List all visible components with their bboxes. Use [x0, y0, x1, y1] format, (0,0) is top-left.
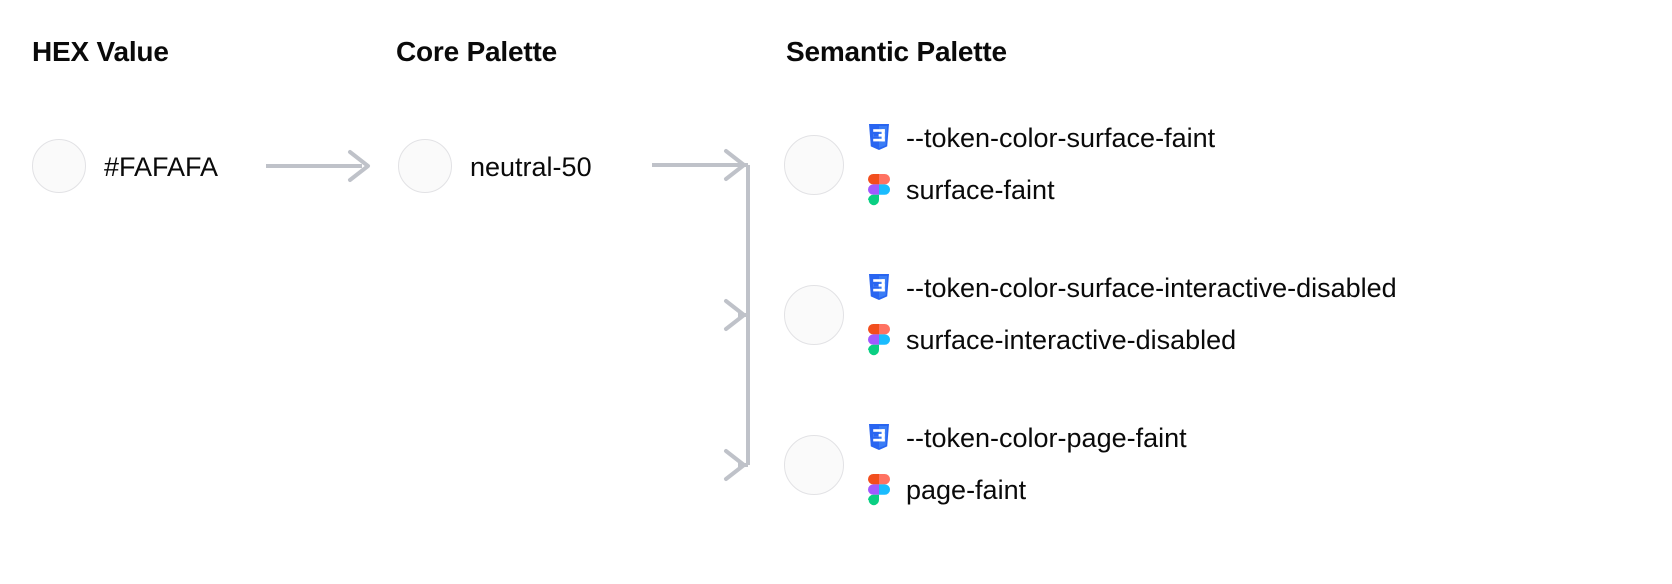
figma-token-label: surface-faint [906, 175, 1055, 205]
figma-token-row: page-faint [866, 464, 1656, 516]
css-token-label: --token-color-page-faint [906, 423, 1187, 453]
css3-icon [866, 273, 892, 303]
figma-icon [866, 174, 892, 206]
css-token-row: --token-color-surface-faint [866, 112, 1656, 164]
semantic-token-group-1: --token-color-surface-faint surface-fain… [866, 112, 1656, 216]
core-palette-label: neutral-50 [470, 152, 592, 182]
css3-icon [866, 123, 892, 153]
figma-token-label: surface-interactive-disabled [906, 325, 1237, 355]
figma-icon [866, 324, 892, 356]
arrow-head-branch-3 [724, 449, 746, 481]
hex-value-label: #FAFAFA [104, 152, 219, 182]
color-swatch-semantic-2 [784, 285, 844, 345]
column-heading-hex-value: HEX Value [32, 36, 169, 67]
color-swatch-core [398, 139, 452, 193]
figma-token-row: surface-interactive-disabled [866, 314, 1656, 366]
column-heading-core-palette: Core Palette [396, 36, 557, 67]
color-swatch-hex [32, 139, 86, 193]
arrow-head-hex-to-core [348, 150, 370, 182]
color-swatch-semantic-1 [784, 135, 844, 195]
semantic-token-group-3: --token-color-page-faint page-faint [866, 412, 1656, 516]
arrow-head-branch-2 [724, 299, 746, 331]
arrow-head-branch-1 [724, 149, 746, 181]
figma-token-row: surface-faint [866, 164, 1656, 216]
css-token-row: --token-color-surface-interactive-disabl… [866, 262, 1656, 314]
color-swatch-semantic-3 [784, 435, 844, 495]
semantic-token-group-2: --token-color-surface-interactive-disabl… [866, 262, 1656, 366]
figma-token-label: page-faint [906, 475, 1027, 505]
figma-icon [866, 474, 892, 506]
css-token-row: --token-color-page-faint [866, 412, 1656, 464]
css-token-label: --token-color-surface-interactive-disabl… [906, 273, 1397, 303]
css3-icon [866, 423, 892, 453]
css-token-label: --token-color-surface-faint [906, 123, 1216, 153]
column-heading-semantic-palette: Semantic Palette [786, 36, 1007, 67]
